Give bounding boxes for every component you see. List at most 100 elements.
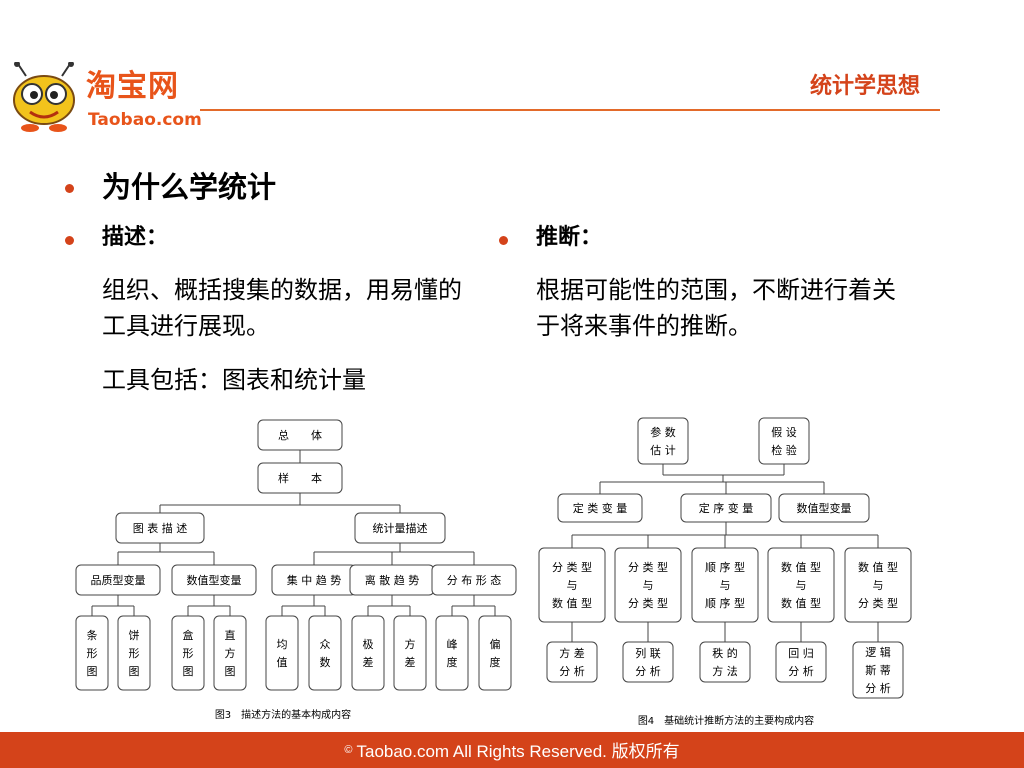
node-leaf-label: 度 — [447, 655, 458, 669]
node-variable-group-label: 品质型变量 — [91, 573, 146, 587]
node-leaf — [171, 615, 205, 691]
copyright-symbol: © — [344, 744, 353, 756]
bullet-dot — [499, 236, 508, 245]
node-leaf-label: 形 — [183, 647, 194, 660]
node-inference-type-label: 估 计 — [650, 444, 676, 457]
figure3-caption: 图3 描述方法的基本构成内容 — [215, 708, 351, 721]
node-variable-pair-label: 分 类 型 — [628, 596, 668, 610]
footer-text: Taobao.com All Rights Reserved. 版权所有 — [356, 742, 680, 761]
node-variable-type-label: 数值型变量 — [797, 501, 852, 515]
node-variable-pair-label: 数 值 型 — [781, 560, 821, 574]
node-variable-pair-label: 顺 序 型 — [705, 596, 745, 610]
node-variable-pair-label: 分 类 型 — [858, 596, 898, 610]
slide-title: 统计学思想 — [809, 74, 920, 99]
node-variable-pair-label: 分 类 型 — [552, 560, 592, 574]
node-variable-pair-label: 分 类 型 — [628, 560, 668, 574]
node-leaf-label: 差 — [363, 655, 374, 669]
node-leaf — [308, 615, 342, 691]
node-leaf — [117, 615, 151, 691]
node-leaf — [213, 615, 247, 691]
node-leaf-label: 图 — [225, 665, 236, 678]
node-leaf — [351, 615, 385, 691]
node-method-label: 回 归 — [788, 646, 814, 660]
node-method-label: 逻 辑 — [865, 645, 891, 659]
node-variable-type — [557, 493, 643, 523]
footer-copyright: ©Taobao.com All Rights Reserved. 版权所有 — [0, 740, 1024, 762]
header-divider — [200, 109, 940, 111]
node-variable-pair-label: 数 值 型 — [858, 560, 898, 574]
node-leaf — [265, 615, 299, 691]
node-leaf-label: 图 — [183, 665, 194, 678]
inferential-body: 根据可能性的范围，不断进行着关于将来事件的推断。 — [536, 276, 896, 340]
node-leaf-label: 峰 — [447, 638, 458, 651]
node-method — [546, 641, 598, 683]
node-leaf-label: 偏 — [490, 637, 501, 651]
node-variable-type — [778, 493, 870, 523]
node-leaf-label: 方 — [405, 637, 416, 651]
footer-bar — [0, 732, 1024, 768]
node-method-label: 方 差 — [559, 646, 585, 660]
node-method — [622, 641, 674, 683]
node-method-label: 分 析 — [559, 664, 585, 678]
node-method — [852, 641, 904, 699]
node-variable-pair-label: 与 — [873, 579, 884, 592]
node-variable-group-label: 离 散 趋 势 — [365, 573, 420, 587]
taobao-mascot-logo — [13, 62, 75, 132]
node-variable-type-label: 定 类 变 量 — [573, 501, 628, 515]
node-leaf — [435, 615, 469, 691]
node-variable-group-label: 集 中 趋 势 — [287, 573, 342, 587]
node-variable-pair-label: 数 值 型 — [781, 596, 821, 610]
node-branch-label: 图 表 描 述 — [133, 521, 188, 535]
node-branch-label: 统计量描述 — [373, 521, 428, 535]
inference-methods-diagram: 参 数估 计假 设检 验定 类 变 量定 序 变 量数值型变量分 类 型与数 值… — [538, 417, 912, 727]
node-variable-pair-label: 数 值 型 — [552, 596, 592, 610]
node-leaf — [393, 615, 427, 691]
node-variable-pair-label: 与 — [720, 579, 731, 592]
node-inference-type-label: 假 设 — [771, 425, 797, 439]
brand-name-en: Taobao.com — [88, 110, 202, 130]
node-variable-group-label: 数值型变量 — [187, 573, 242, 587]
node-variable-pair-label: 顺 序 型 — [705, 560, 745, 574]
node-variable-pair-label: 与 — [643, 579, 654, 592]
question-heading: 为什么学统计 — [102, 170, 277, 204]
node-leaf-label: 度 — [490, 655, 501, 669]
node-leaf-label: 图 — [129, 665, 140, 678]
node-leaf-label: 饼 — [129, 628, 140, 642]
bullet-dot — [65, 236, 74, 245]
node-leaf — [478, 615, 512, 691]
node-leaf-label: 众 — [320, 638, 331, 651]
descriptive-tools: 工具包括：图表和统计量 — [102, 366, 366, 394]
node-method — [775, 641, 827, 683]
node-leaf-label: 数 — [320, 656, 331, 669]
node-leaf-label: 形 — [87, 647, 98, 660]
node-method-label: 方 法 — [712, 664, 738, 678]
node-population-label: 总 体 — [278, 428, 322, 442]
descriptive-body: 组织、概括搜集的数据，用易懂的工具进行展现。 — [102, 276, 462, 340]
node-inference-type-label: 参 数 — [650, 425, 676, 439]
node-leaf-label: 条 — [87, 628, 98, 642]
node-leaf-label: 差 — [405, 655, 416, 669]
node-method-label: 秩 的 — [712, 646, 738, 660]
node-variable-pair-label: 与 — [796, 579, 807, 592]
node-leaf-label: 盒 — [183, 628, 194, 642]
descriptive-heading: 描述： — [102, 225, 169, 250]
node-leaf — [75, 615, 109, 691]
node-variable-pair-label: 与 — [567, 579, 578, 592]
bullet-dot — [65, 184, 74, 193]
node-method — [699, 641, 751, 683]
node-sample-label: 样 本 — [278, 471, 322, 485]
brand-name-cn: 淘宝网 — [86, 69, 179, 104]
node-leaf-label: 图 — [87, 665, 98, 678]
node-inference-type-label: 检 验 — [771, 443, 797, 457]
node-method-label: 列 联 — [635, 646, 661, 660]
node-leaf-label: 极 — [363, 637, 374, 651]
node-leaf-label: 均 — [277, 638, 288, 651]
node-inference-type — [758, 417, 810, 465]
node-variable-group-label: 分 布 形 态 — [447, 574, 502, 587]
inferential-heading: 推断： — [536, 225, 603, 250]
figure4-caption: 图4 基础统计推断方法的主要构成内容 — [638, 714, 814, 727]
node-inference-type — [637, 417, 689, 465]
node-method-label: 分 析 — [788, 664, 814, 678]
node-variable-type-label: 定 序 变 量 — [699, 501, 754, 515]
